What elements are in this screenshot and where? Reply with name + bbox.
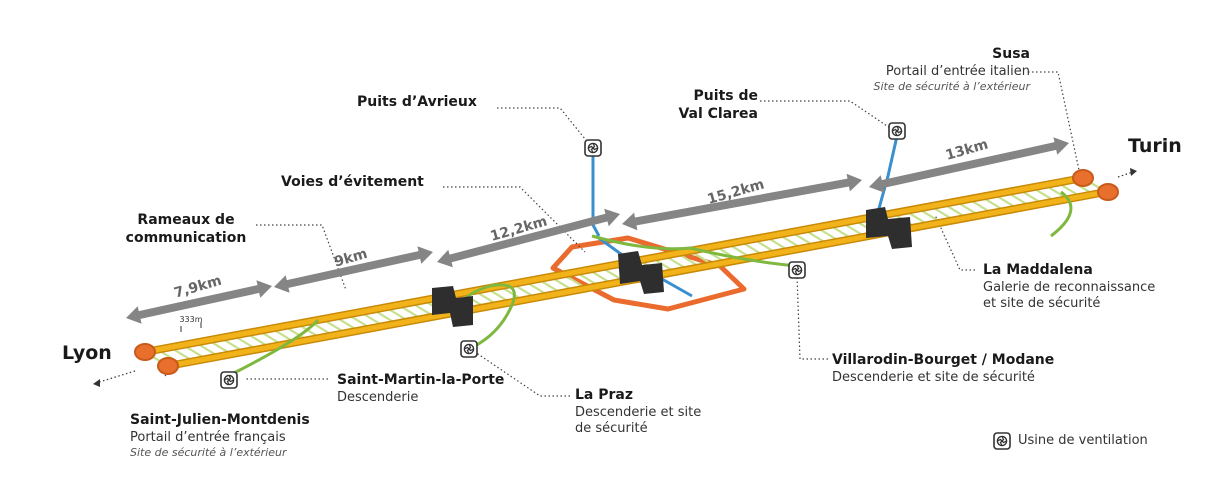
label-la-praz-sub2: de sécurité (575, 420, 648, 436)
label-voies-evitement: Voies d’évitement (281, 174, 424, 190)
city-lyon: Lyon (62, 342, 112, 364)
distance-arrow (437, 208, 620, 268)
legend-label: Usine de ventilation (1018, 433, 1148, 448)
label-rameaux-line2: communication (125, 229, 247, 246)
label-puits-avrieux: Puits d’Avrieux (357, 94, 477, 110)
label-la-maddalena-sub2: et site de sécurité (983, 295, 1101, 311)
label-saint-julien-title: Saint-Julien-Montdenis (130, 412, 310, 428)
descenderies (227, 190, 1073, 378)
label-saint-martin: Saint-Martin-la-Porte Descenderie (337, 372, 504, 406)
ventilation-fan-icon (220, 371, 238, 389)
city-turin: Turin (1128, 135, 1182, 157)
label-la-maddalena-title: La Maddalena (983, 262, 1093, 278)
portals (134, 169, 1119, 375)
label-susa-note: Site de sécurité à l’extérieur (873, 79, 1030, 93)
label-saint-martin-title: Saint-Martin-la-Porte (337, 372, 505, 388)
ventilation-fan-icon (888, 122, 906, 140)
distance-arrows (126, 137, 1069, 324)
label-puits-val-clarea: Puits de Val Clarea (660, 88, 758, 123)
label-saint-julien: Saint-Julien-Montdenis Portail d’entrée … (130, 412, 310, 460)
exit-arrows (95, 171, 1134, 384)
label-susa: Susa Portail d’entrée italien Site de sé… (840, 46, 1030, 94)
distance-arrow (869, 137, 1069, 193)
ventilation-fan-icon (584, 139, 602, 157)
ventilation-fan-icon (460, 340, 478, 358)
scale-label: 333m (179, 315, 202, 324)
label-puits-val-clarea-line2: Val Clarea (678, 105, 758, 122)
exit-arrow-east (1130, 168, 1137, 176)
distance-arrow (622, 173, 862, 231)
label-saint-julien-sub: Portail d’entrée français (130, 429, 286, 445)
tube-bore (142, 175, 1086, 355)
scale-bracket (180, 322, 202, 332)
label-saint-julien-note: Site de sécurité à l’extérieur (130, 445, 287, 459)
distance-arrow (126, 280, 272, 324)
label-susa-sub: Portail d’entrée italien (885, 63, 1030, 79)
label-la-praz-title: La Praz (575, 387, 634, 403)
passing-loop-orange (550, 235, 747, 312)
label-la-praz: La Praz Descenderie et site de sécurité (575, 387, 701, 437)
label-la-praz-sub1: Descenderie et site (575, 404, 702, 420)
exit-arrow-west (93, 379, 100, 387)
ventilation-fan-icon (993, 432, 1011, 450)
label-puits-val-clarea-line1: Puits de (693, 88, 758, 104)
rail-tubes (141, 174, 1110, 370)
label-rameaux: Rameaux de communication (112, 212, 260, 247)
label-susa-title: Susa (992, 46, 1030, 62)
label-rameaux-line1: Rameaux de (137, 212, 235, 228)
stations (432, 207, 912, 327)
leader-lines (157, 71, 1080, 397)
label-villarodin-sub: Descenderie et site de sécurité (832, 369, 1035, 385)
ventilation-fan-icon (788, 261, 806, 279)
label-villarodin-title: Villarodin-Bourget / Modane (832, 352, 1055, 368)
label-saint-martin-sub: Descenderie (337, 389, 419, 405)
label-la-maddalena-sub1: Galerie de reconnaissance (983, 279, 1156, 295)
label-la-maddalena: La Maddalena Galerie de reconnaissance e… (983, 262, 1155, 312)
distance-arrow (274, 246, 433, 293)
label-villarodin: Villarodin-Bourget / Modane Descenderie … (832, 352, 1054, 386)
